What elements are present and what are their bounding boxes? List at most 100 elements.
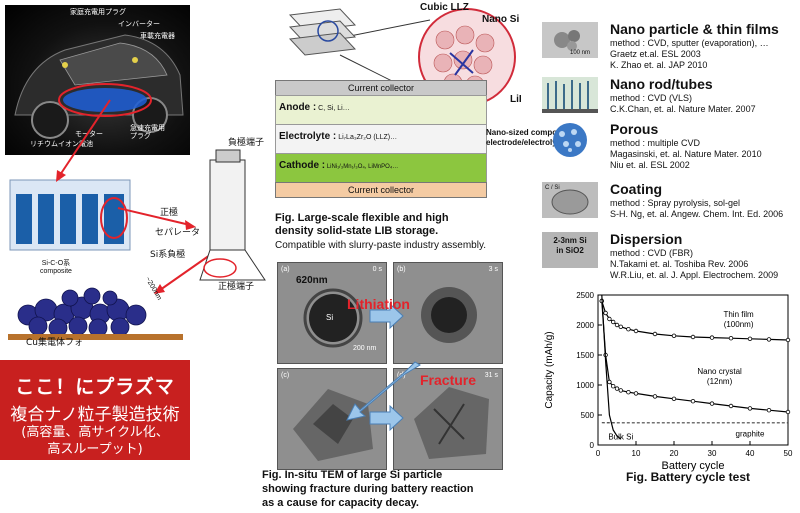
si-composite-image [8, 270, 183, 355]
data-point [610, 319, 616, 325]
method-line: Graetz et.al. ESL 2003 [610, 49, 701, 59]
data-point [785, 337, 791, 343]
method-line: Magasinski, et. al. Nature Mater. 2010 [610, 149, 762, 159]
fracture-label: Fracture [420, 372, 477, 388]
label-pos-terminal: 正極端子 [218, 282, 255, 292]
data-point [633, 391, 639, 396]
label-separator: セパレータ [155, 228, 201, 238]
tem-flow-arrows [346, 302, 421, 432]
data-point [603, 310, 608, 316]
tem-time-a: 0 s [372, 266, 382, 273]
collector-bottom: Current collector [275, 182, 487, 198]
anode-materials: C, Si, Li… [316, 105, 350, 112]
dispersion-image: 2-3nm Si in SiO2 [542, 232, 598, 268]
lib-caption-sub: Compatible with slurry-paste industry as… [275, 240, 487, 251]
data-point [766, 407, 772, 413]
label-cu-foil: Cu集電体フォ [26, 338, 83, 348]
method-line: Niu et. al. ESL 2002 [610, 160, 690, 170]
data-point [626, 327, 631, 332]
cathode-materials: LiNi₁/₃Mn₁/₃O₄, LiMnPO₄… [325, 164, 399, 170]
tem-time-b: 3 s [488, 266, 498, 273]
promo-title: ここ！にプラズマ [15, 376, 175, 398]
tem-tag-c: (c) [281, 372, 290, 379]
x-tick-label: 20 [670, 449, 679, 458]
x-tick-label: 0 [596, 449, 601, 458]
data-point [614, 386, 620, 391]
method-title: Dispersion [610, 231, 683, 247]
label-home-plug: 家庭充電用プラグ [70, 8, 126, 16]
tem-panel-b: (b) 3 s [393, 262, 503, 364]
collector-top: Current collector [275, 80, 487, 96]
porous-image [542, 122, 598, 158]
data-point [652, 331, 658, 337]
lib-caption: Fig. Large-scale flexible and high densi… [275, 212, 449, 237]
data-point [728, 403, 734, 409]
y-tick-label: 1000 [576, 381, 594, 390]
nanorod-image [542, 77, 598, 113]
data-point [671, 396, 677, 401]
series-label: Thin film [723, 310, 754, 319]
tem-scale: 200 nm [353, 345, 377, 352]
x-tick-label: 40 [746, 449, 755, 458]
x-tick-label: 10 [632, 449, 641, 458]
plasma-promo-box: ここ！にプラズマ 複合ナノ粒子製造技術 (高容量、高サイクル化、 高スループット… [0, 360, 190, 460]
chart-caption: Fig. Battery cycle test [625, 470, 751, 484]
series-label: (12nm) [707, 377, 733, 386]
data-point [607, 316, 612, 322]
data-point [766, 337, 772, 342]
coating-image: C / Si [542, 182, 598, 218]
tem-tag-a: (a) [281, 266, 290, 273]
promo-subtitle: 複合ナノ粒子製造技術 [10, 405, 180, 425]
label-inverter: インバーター [118, 20, 160, 28]
method-line: method : multiple CVD [610, 138, 701, 148]
method-line: method : CVD (VLS) [610, 93, 693, 103]
cathode-label: Cathode : [279, 160, 326, 171]
method-line: S-H. Ng, et. al. Angew. Chem. Int. Ed. 2… [610, 209, 784, 219]
data-point [626, 389, 631, 395]
tem-panel-a: (a) 0 s 620nm Si 200 nm [277, 262, 387, 364]
img-note-coating: C / Si [545, 185, 560, 191]
label-fast-plug: 急速充電用 プラグ [130, 124, 165, 140]
label-si-negative: Si系負極 [150, 250, 186, 260]
y-tick-label: 0 [590, 441, 595, 450]
method-line: method : CVD (FBR) [610, 248, 694, 258]
car-illustration [14, 34, 184, 139]
label-cubic-llz: Cubic LLZ [420, 2, 469, 13]
tem-caption: Fig. In-situ TEM of large Si particle sh… [262, 469, 474, 509]
data-point [690, 398, 696, 404]
method-line: W.R.Liu, et. al. J. Appl. Electrochem. 2… [610, 270, 779, 280]
data-point [614, 322, 620, 328]
tem-time-d: 31 s [484, 372, 498, 379]
series-label: Bulk Si [608, 433, 633, 442]
data-point [671, 333, 677, 338]
promo-detail: (高容量、高サイクル化、 高スループット) [21, 425, 169, 457]
tem-size-label: 620nm [296, 275, 328, 286]
data-point [610, 383, 616, 389]
series-label: Nano crystal [697, 367, 742, 376]
tem-panel-d: (d) 31 s [393, 368, 503, 470]
method-line: C.K.Chan, et. al. Nature Mater. 2007 [610, 104, 756, 114]
plot-frame [597, 294, 789, 446]
data-point [607, 379, 612, 385]
method-line: N.Takami et. al. Toshiba Rev. 2006 [610, 259, 749, 269]
method-title: Nano rod/tubes [610, 76, 713, 92]
label-neg-terminal: 負極端子 [228, 138, 265, 148]
data-point [690, 334, 696, 340]
label-charger: 車載充電器 [140, 32, 175, 40]
electrolyte-materials: Li₇La₃Zr₂O (LLZ)… [336, 134, 398, 141]
series-label: (100nm) [724, 320, 754, 329]
data-point [618, 388, 623, 393]
electrolyte-label: Electrolyte : [279, 131, 337, 142]
battery-cell-diagram [190, 140, 280, 300]
y-tick-label: 2000 [576, 321, 594, 330]
solid-state-lib-stack: Current collector Current collector Anod… [275, 80, 487, 200]
series-label: graphite [736, 430, 765, 439]
img-note-dispersion: 2-3nm Si in SiO2 [553, 236, 587, 255]
label-composite: Si-C-O系 composite [40, 260, 72, 275]
data-point [747, 406, 753, 411]
y-axis-label: Capacity (mAh/g) [544, 331, 555, 408]
data-point [709, 335, 715, 340]
label-li-battery: リチウムイオン電池 [30, 140, 93, 148]
tem-tag-b: (b) [397, 266, 406, 273]
lithiation-label: Lithiation [347, 296, 410, 312]
